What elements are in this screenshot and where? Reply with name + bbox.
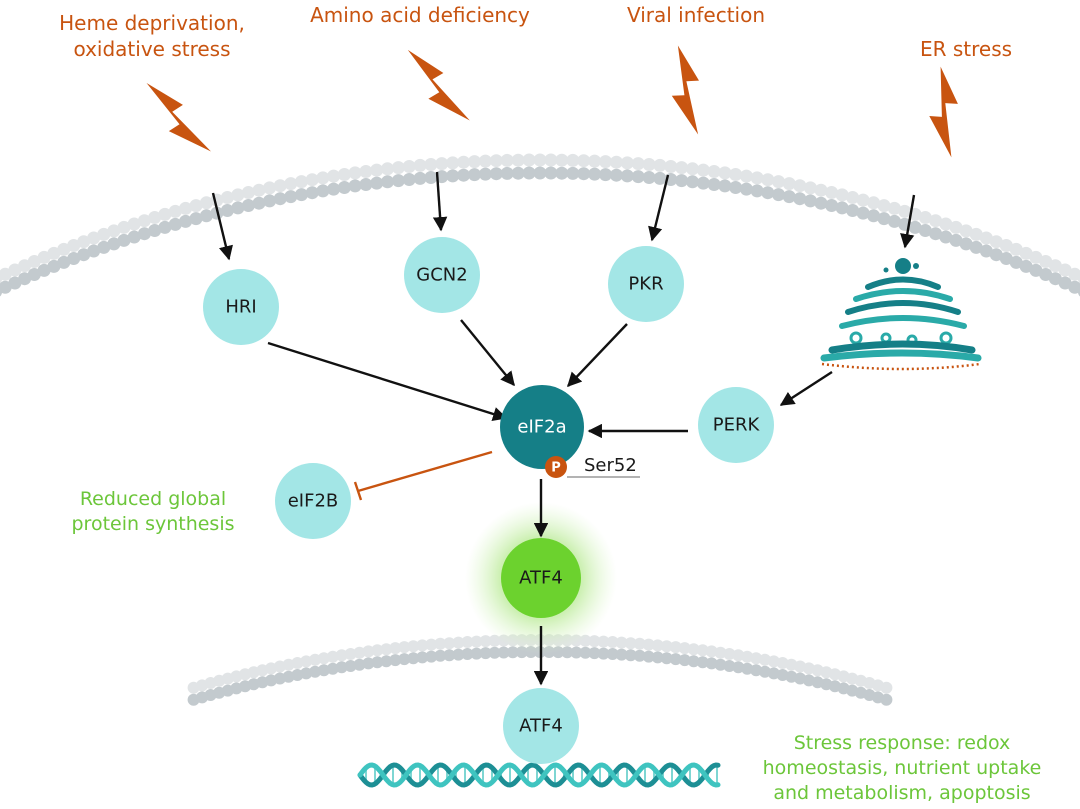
endoplasmic-reticulum-icon <box>820 258 982 371</box>
dna-helix-icon <box>357 762 721 788</box>
arrow-heme-to-hri <box>211 192 233 261</box>
node-perk: PERK <box>698 387 774 463</box>
inhibition-bar <box>353 481 363 501</box>
node-eif2b-label: eIF2B <box>288 491 339 512</box>
inhibition-eif2a-to-eif2b <box>357 450 493 493</box>
lightning-bolt-icon <box>146 83 212 152</box>
lightning-bolt-icon <box>407 49 470 121</box>
node-atf4-nucleus-label: ATF4 <box>519 716 563 737</box>
node-eif2b: eIF2B <box>275 463 351 539</box>
note-reduced-line2: protein synthesis <box>71 513 234 535</box>
node-perk-label: PERK <box>713 415 761 436</box>
cell-membrane <box>0 153 1080 297</box>
stress-label-heme-1: Heme deprivation, <box>59 11 245 35</box>
arrow-gcn2-to-eif2a <box>460 319 515 387</box>
node-eif2a-label: eIF2a <box>517 417 566 438</box>
arrow-pkr-to-eif2a <box>567 323 628 388</box>
phospho-badge: P <box>545 456 567 478</box>
ser52-label: Ser52 <box>584 455 637 476</box>
node-atf4-cytoplasm-label: ATF4 <box>519 568 563 589</box>
note-stress-line2: homeostasis, nutrient uptake <box>763 757 1042 779</box>
node-gcn2-label: GCN2 <box>416 265 467 286</box>
node-hri: HRI <box>203 269 279 345</box>
lightning-bolt-icon <box>671 45 699 135</box>
stress-label-er: ER stress <box>920 37 1012 61</box>
stress-label-viral: Viral infection <box>627 3 765 27</box>
phospho-badge-label: P <box>551 461 561 476</box>
node-gcn2: GCN2 <box>404 237 480 313</box>
arrow-amino-to-gcn2 <box>432 171 448 232</box>
stress-label-heme-2: oxidative stress <box>73 37 230 61</box>
note-stress-line3: and metabolism, apoptosis <box>773 782 1030 804</box>
lightning-bolt-icon <box>929 66 958 158</box>
node-atf4-nucleus: ATF4 <box>503 688 579 764</box>
stress-label-amino: Amino acid deficiency <box>310 3 530 27</box>
arrow-er-to-perk <box>779 370 833 407</box>
note-reduced-line1: Reduced global <box>80 488 226 510</box>
node-hri-label: HRI <box>225 297 256 318</box>
arrow-er-to-er-organelle <box>900 194 916 249</box>
node-atf4-cytoplasm: ATF4 <box>501 538 581 618</box>
note-stress-line1: Stress response: redox <box>794 732 1011 754</box>
node-pkr-label: PKR <box>628 274 663 295</box>
node-eif2a: eIF2a <box>500 385 584 469</box>
arrow-hri-to-eif2a <box>267 341 508 421</box>
arrow-viral-to-pkr <box>648 174 670 242</box>
node-pkr: PKR <box>608 246 684 322</box>
